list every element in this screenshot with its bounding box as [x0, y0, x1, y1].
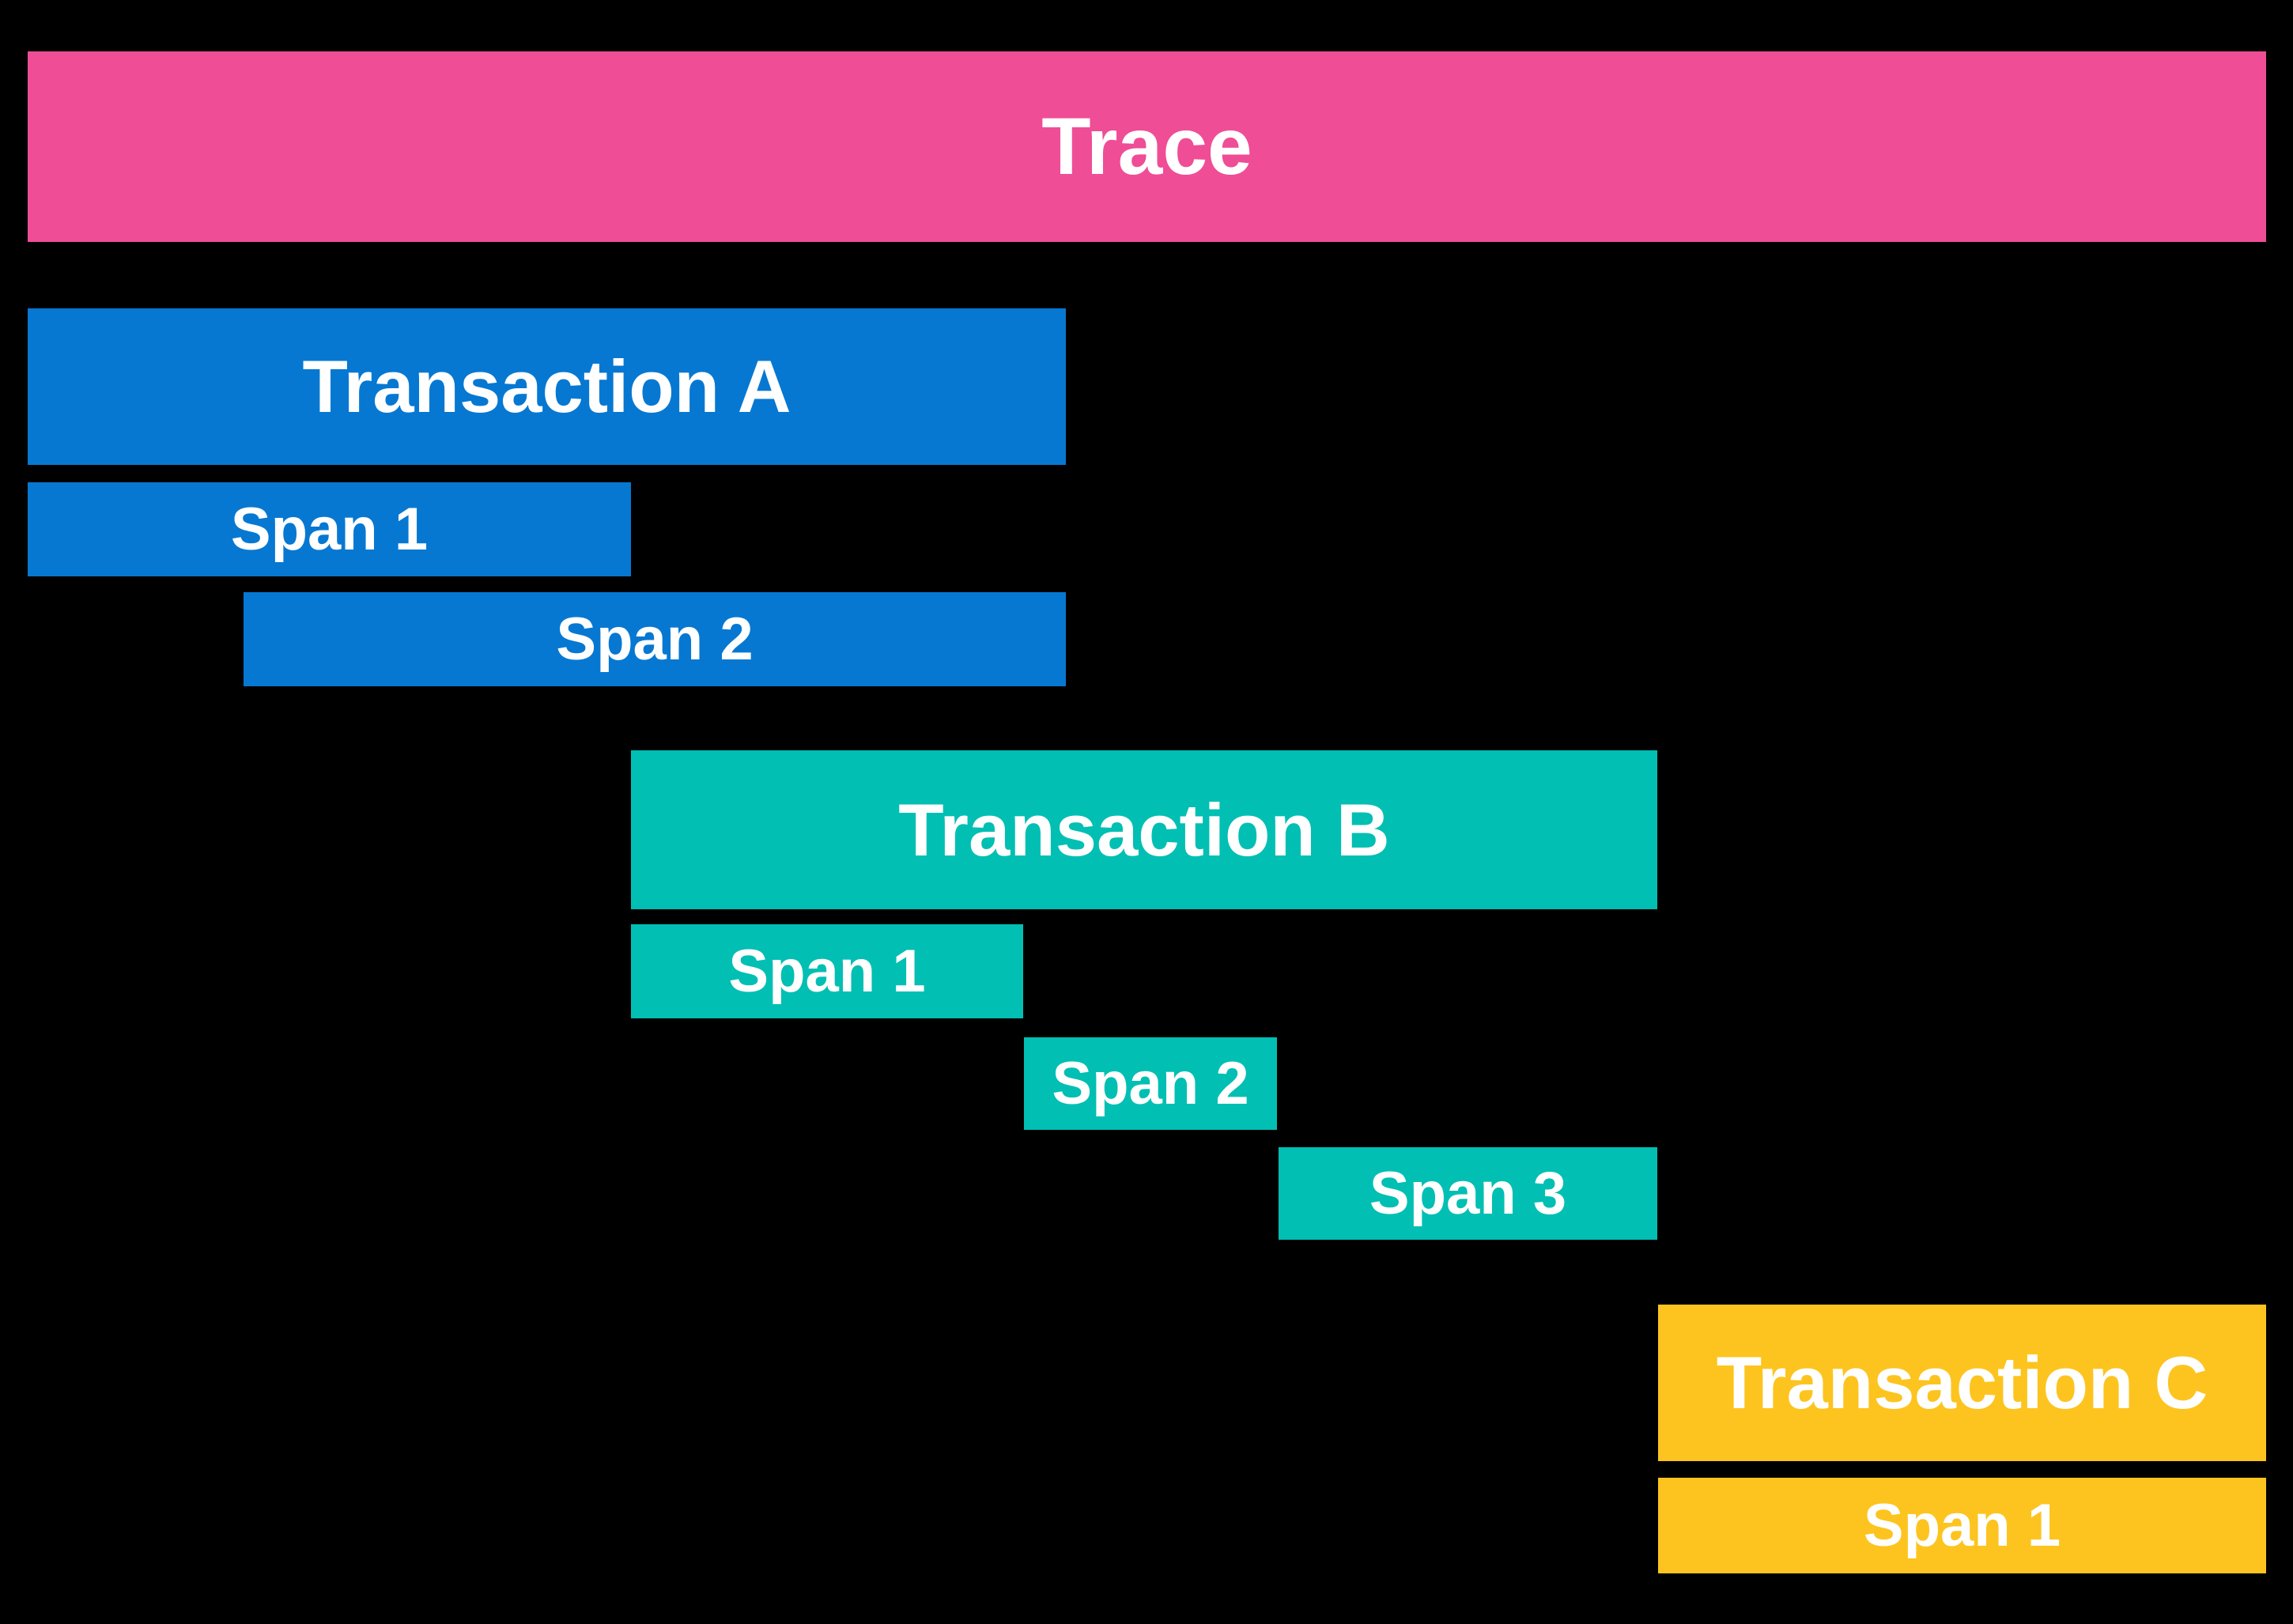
transaction-b-label: Transaction B — [898, 787, 1390, 871]
transaction-c-bar: Transaction C — [1658, 1305, 2266, 1461]
transaction-b-span-3-bar: Span 3 — [1279, 1147, 1657, 1240]
transaction-c-label: Transaction C — [1716, 1341, 2208, 1424]
transaction-a-label: Transaction A — [302, 345, 791, 428]
transaction-b-span-2-bar: Span 2 — [1024, 1037, 1277, 1130]
transaction-b-bar: Transaction B — [631, 750, 1657, 909]
trace-bar: Trace — [28, 51, 2266, 242]
transaction-b-span-1-label: Span 1 — [728, 938, 926, 1005]
transaction-a-span-2-label: Span 2 — [556, 606, 754, 673]
transaction-a-span-2-bar: Span 2 — [244, 592, 1066, 686]
transaction-a-span-1-label: Span 1 — [230, 496, 429, 563]
transaction-c-span-1-label: Span 1 — [1863, 1492, 2061, 1559]
transaction-b-span-1-bar: Span 1 — [631, 924, 1023, 1018]
transaction-a-span-1-bar: Span 1 — [28, 482, 631, 576]
transaction-b-span-3-label: Span 3 — [1369, 1160, 1567, 1227]
transaction-b-span-2-label: Span 2 — [1052, 1050, 1249, 1117]
trace-label: Trace — [1041, 101, 1252, 191]
transaction-c-span-1-bar: Span 1 — [1658, 1478, 2266, 1573]
transaction-a-bar: Transaction A — [28, 308, 1066, 465]
